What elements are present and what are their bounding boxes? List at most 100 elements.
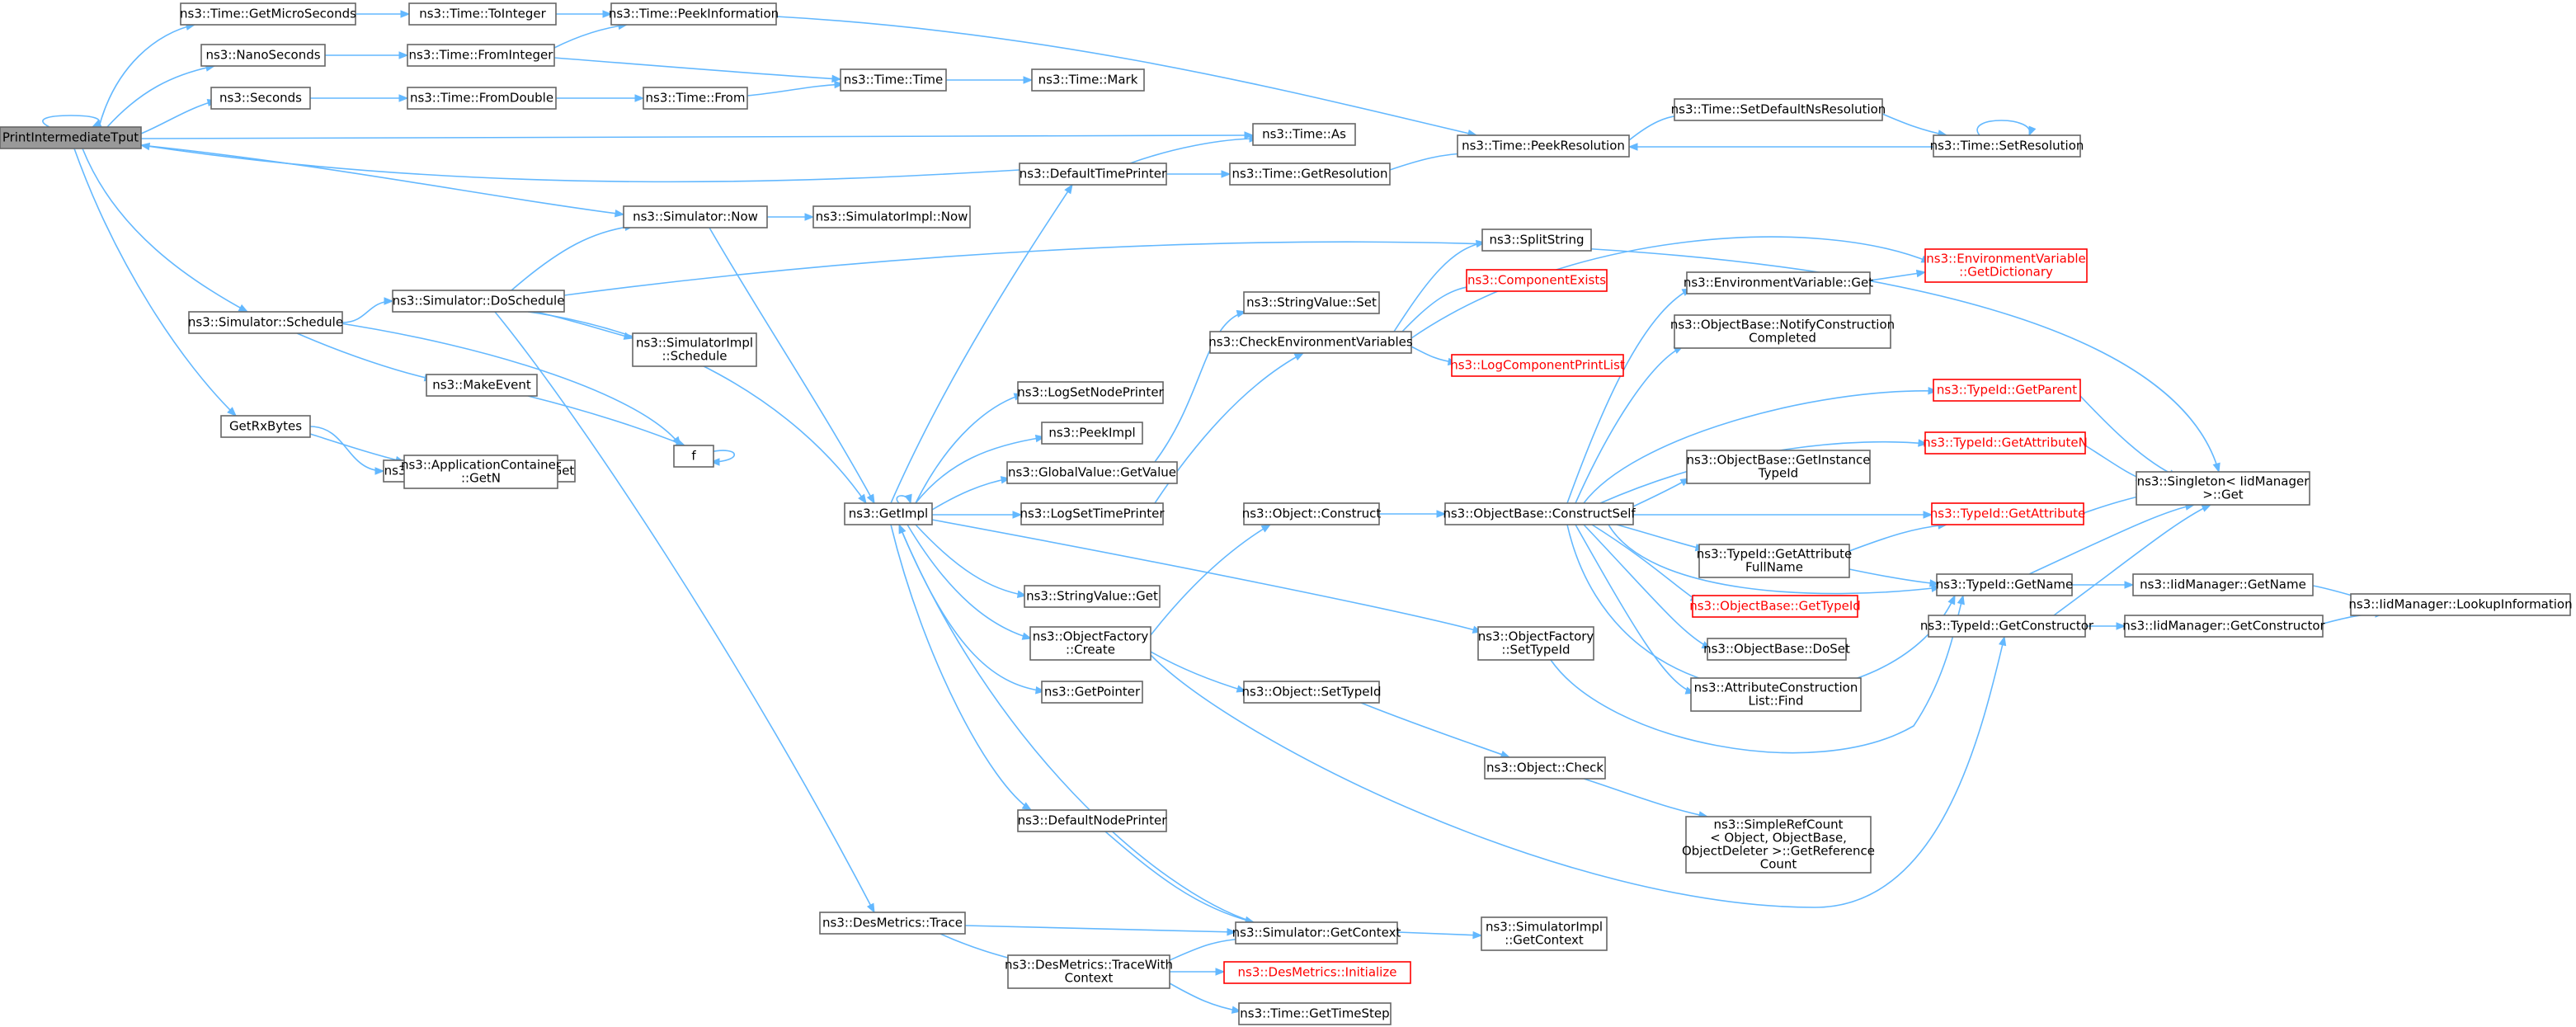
node-constructself[interactable]: ns3::ObjectBase::ConstructSelf	[1443, 502, 1636, 525]
node-label: ns3::EnvironmentVariable::Get	[1684, 276, 1873, 290]
node-checkenv[interactable]: ns3::CheckEnvironmentVariables	[1208, 331, 1413, 354]
node-label: ::Schedule	[662, 349, 727, 364]
node-box	[1007, 954, 1170, 989]
node-timetime[interactable]: ns3::Time::Time	[840, 68, 947, 92]
node-label: >::Get	[2202, 488, 2244, 502]
node-f[interactable]: f	[673, 445, 714, 468]
node-envget[interactable]: ns3::EnvironmentVariable::Get	[1684, 271, 1873, 294]
node-gvgetvalue[interactable]: ns3::GlobalValue::GetValue	[1006, 461, 1178, 484]
node-iidgetconstructor[interactable]: ns3::IidManager::GetConstructor	[2122, 615, 2326, 638]
node-toint[interactable]: ns3::Time::ToInteger	[408, 2, 557, 26]
node-box	[1252, 123, 1356, 146]
node-simsched[interactable]: ns3::Simulator::Schedule	[188, 311, 343, 334]
node-box	[1229, 163, 1391, 186]
call-edge-getimpl-to-objfsettid	[931, 519, 1483, 634]
edge-line	[964, 925, 1236, 933]
node-getimpl[interactable]: ns3::GetImpl	[844, 502, 933, 525]
node-timeas[interactable]: ns3::Time::As	[1252, 123, 1356, 146]
node-label: ns3::SimulatorImpl	[636, 336, 753, 351]
node-getparent[interactable]: ns3::TypeId::GetParent	[1933, 379, 2081, 402]
node-objsettid[interactable]: ns3::Object::SetTypeId	[1242, 681, 1382, 704]
node-defnodeprinter[interactable]: ns3::DefaultNodePrinter	[1017, 809, 1168, 832]
node-obdoset[interactable]: ns3::ObjectBase::DoSet	[1703, 638, 1850, 661]
node-strvalset[interactable]: ns3::StringValue::Set	[1243, 291, 1380, 314]
node-getname[interactable]: ns3::TypeId::GetName	[1936, 573, 2073, 596]
node-objcheck[interactable]: ns3::Object::Check	[1484, 756, 1606, 780]
node-getpointer[interactable]: ns3::GetPointer	[1041, 681, 1143, 704]
node-objconstruct[interactable]: ns3::Object::Construct	[1242, 502, 1382, 525]
node-timemark[interactable]: ns3::Time::Mark	[1031, 68, 1145, 92]
node-implgetctx[interactable]: ns3::SimulatorImpl::GetContext	[1481, 916, 1608, 951]
arrowhead-icon	[866, 902, 875, 914]
node-simimplnow[interactable]: ns3::SimulatorImpl::Now	[812, 205, 971, 228]
node-from[interactable]: ns3::Time::From	[643, 87, 748, 110]
node-label: ns3::ObjectBase::DoSet	[1703, 642, 1850, 657]
edge-line	[915, 436, 1045, 504]
node-splitstring[interactable]: ns3::SplitString	[1481, 228, 1592, 252]
node-objfsettid[interactable]: ns3::ObjectFactory::SetTypeId	[1477, 626, 1594, 661]
edge-line	[1616, 524, 1705, 550]
edge-line	[494, 311, 875, 913]
node-compexists[interactable]: ns3::ComponentExists	[1466, 269, 1608, 292]
node-notifyconst[interactable]: ns3::ObjectBase::NotifyConstructionCompl…	[1670, 314, 1895, 349]
node-deftimeprinter[interactable]: ns3::DefaultTimePrinter	[1019, 163, 1167, 186]
node-box	[1685, 816, 1872, 874]
node-makeevent[interactable]: ns3::MakeEvent	[426, 374, 538, 397]
node-implsched[interactable]: ns3::SimulatorImpl::Schedule	[632, 332, 757, 367]
node-getmicro[interactable]: ns3::Time::GetMicroSeconds	[180, 2, 356, 26]
node-setres[interactable]: ns3::Time::SetResolution	[1930, 134, 2084, 158]
arrowhead-icon	[1472, 930, 1483, 940]
node-logcompprint[interactable]: ns3::LogComponentPrintList	[1450, 354, 1625, 377]
node-label: PrintIntermediateTput	[2, 130, 139, 145]
node-simnow[interactable]: ns3::Simulator::Now	[623, 205, 768, 228]
node-obgettypeid[interactable]: ns3::ObjectBase::GetTypeId	[1689, 595, 1861, 618]
node-fromint[interactable]: ns3::Time::FromInteger	[407, 44, 555, 67]
arrowhead-icon	[1260, 524, 1272, 533]
node-label: FullName	[1745, 560, 1803, 575]
node-getres[interactable]: ns3::Time::GetResolution	[1229, 163, 1391, 186]
node-getattrn[interactable]: ns3::TypeId::GetAttributeN	[1923, 431, 2088, 455]
node-getconstructor[interactable]: ns3::TypeId::GetConstructor	[1920, 615, 2094, 638]
node-peekres[interactable]: ns3::Time::PeekResolution	[1457, 134, 1630, 158]
node-logsettime[interactable]: ns3::LogSetTimePrinter	[1020, 502, 1165, 525]
edge-line	[553, 24, 628, 49]
node-nano[interactable]: ns3::NanoSeconds	[200, 44, 326, 67]
edge-line	[1848, 524, 1947, 552]
node-doschedule[interactable]: ns3::Simulator::DoSchedule	[392, 290, 565, 313]
node-simplerefcount[interactable]: ns3::SimpleRefCount< Object, ObjectBase,…	[1682, 816, 1875, 874]
edge-line	[527, 311, 867, 504]
node-box	[1238, 1002, 1392, 1025]
node-simgetctx[interactable]: ns3::Simulator::GetContext	[1232, 921, 1401, 945]
edge-line	[1881, 113, 1947, 136]
node-iidgetname[interactable]: ns3::IidManager::GetName	[2132, 573, 2314, 596]
node-singleton[interactable]: ns3::Singleton< IidManager >::Get	[2136, 471, 2310, 506]
node-logsetnode[interactable]: ns3::LogSetNodePrinter	[1017, 381, 1165, 404]
node-peekinfo[interactable]: ns3::Time::PeekInformation	[609, 2, 779, 26]
node-gettimestep[interactable]: ns3::Time::GetTimeStep	[1238, 1002, 1392, 1025]
node-destrace[interactable]: ns3::DesMetrics::Trace	[819, 912, 966, 935]
node-root[interactable]: PrintIntermediateTput	[0, 126, 142, 149]
node-seconds[interactable]: ns3::Seconds	[210, 87, 311, 110]
node-getrx[interactable]: GetRxBytes	[220, 415, 311, 438]
edge-line	[553, 57, 841, 80]
node-appgetn[interactable]: ns3::ApplicationContainer::GetN	[401, 455, 562, 489]
node-lookupinfo[interactable]: ns3::IidManager::LookupInformation	[2348, 593, 2573, 616]
node-envdict[interactable]: ns3::EnvironmentVariable::GetDictionary	[1924, 248, 2088, 283]
node-fromdouble[interactable]: ns3::Time::FromDouble	[407, 87, 557, 110]
node-box	[1477, 626, 1594, 661]
arrowhead-icon	[1244, 131, 1255, 139]
node-setdefns[interactable]: ns3::Time::SetDefaultNsResolution	[1671, 98, 1886, 121]
node-objfcreate[interactable]: ns3::ObjectFactory::Create	[1029, 626, 1151, 661]
node-peekimpl[interactable]: ns3::PeekImpl	[1041, 422, 1143, 445]
edge-line	[915, 393, 1024, 504]
node-box	[1690, 677, 1862, 712]
node-getattr[interactable]: ns3::TypeId::GetAttribute	[1930, 502, 2085, 525]
node-label: ns3::StringValue::Get	[1026, 589, 1158, 604]
call-edge-f-to-f	[709, 450, 736, 466]
node-strvalget[interactable]: ns3::StringValue::Get	[1024, 585, 1161, 608]
node-desinit[interactable]: ns3::DesMetrics::Initialize	[1223, 961, 1411, 984]
